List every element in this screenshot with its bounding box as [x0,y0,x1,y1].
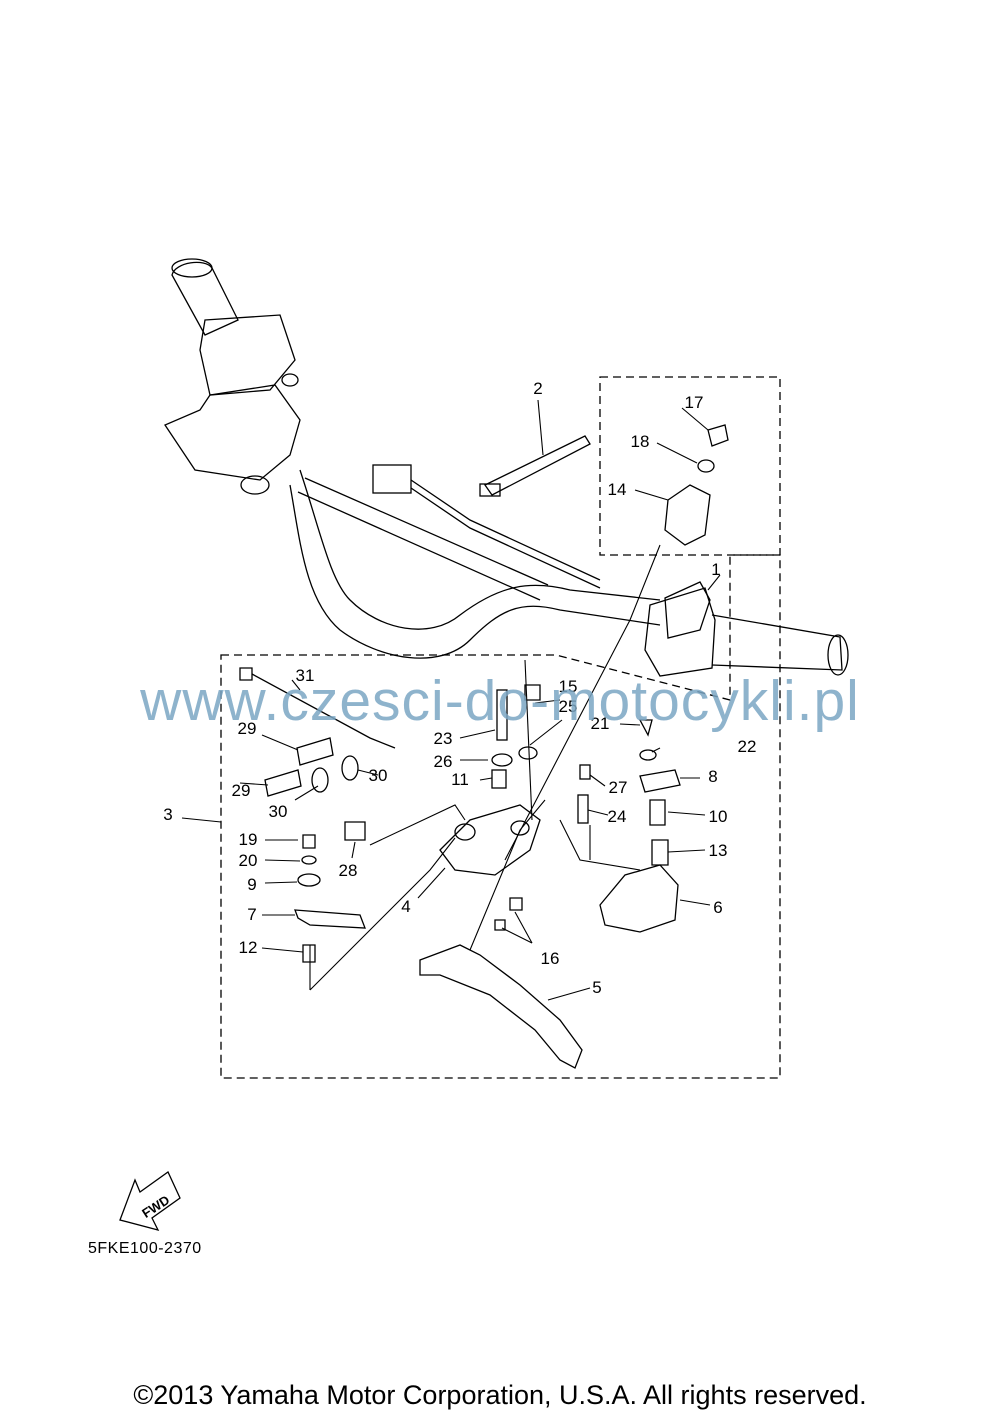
switch-clamp [664,424,729,546]
callout-12: 12 [239,938,258,957]
callout-24: 24 [608,807,627,826]
handlebar [289,469,661,659]
lever-holder [439,804,541,876]
callout-10: 10 [709,807,728,826]
wire-harness [372,464,601,589]
callout-20: 20 [239,851,258,870]
callout-19: 19 [239,830,258,849]
clutch-lever [419,944,583,1069]
callout-33: 31 [296,666,315,685]
callout-28: 28 [339,861,358,880]
callout-15: 15 [559,677,578,696]
callout-16: 16 [541,949,560,968]
callout-30: 29 [232,781,251,800]
callout-22: 22 [738,737,757,756]
leader-lines [181,399,721,1001]
callout-26: 26 [434,752,453,771]
callout-labels: 1234567891011121314151617181920212223242… [163,379,756,997]
callout-27: 27 [609,778,628,797]
copyright-notice: ©2013 Yamaha Motor Corporation, U.S.A. A… [133,1380,867,1410]
callout-6: 6 [713,898,722,917]
callout-17: 17 [685,393,704,412]
cable-tie [479,435,591,497]
fwd-label: FWD [139,1192,172,1221]
callout-7: 7 [247,905,256,924]
right-switch-grip [644,581,849,677]
callout-29: 29 [238,719,257,738]
hot-start-bracket [599,864,679,933]
assembly-box-14 [599,376,781,556]
callout-14: 14 [608,480,627,499]
fwd-arrow [119,1171,181,1231]
callout-5: 5 [592,978,601,997]
callout-2: 2 [533,379,542,398]
callout-4: 4 [401,897,410,916]
callout-8: 8 [708,767,717,786]
watermark: www.czesci-do-motocykli.pl [140,669,860,733]
small-parts [239,667,681,963]
callout-3: 3 [163,805,172,824]
callout-21: 21 [591,714,610,733]
callout-23: 23 [434,729,453,748]
callout-1: 1 [711,560,720,579]
callout-25: 25 [559,697,578,716]
callout-31: 30 [369,766,388,785]
callout-32: 30 [269,802,288,821]
callout-9: 9 [247,875,256,894]
left-grip [164,258,301,495]
callout-11: 11 [451,770,469,789]
assembly-box-3 [220,554,781,1079]
callout-18: 18 [631,432,650,451]
callout-13: 13 [709,841,728,860]
reference-code: 5FKE100-2370 [88,1240,202,1257]
